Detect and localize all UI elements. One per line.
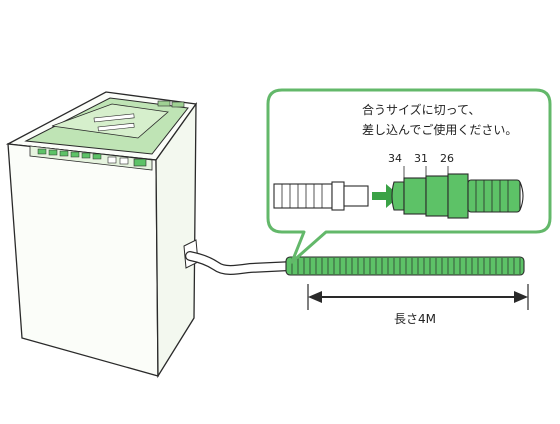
front-buttons <box>37 148 102 160</box>
connector-step-31 <box>425 175 449 217</box>
size-mark-26: 26 <box>440 152 454 165</box>
connector-step-34 <box>403 177 427 215</box>
panel-slot-2 <box>97 122 135 132</box>
callout-bubble: 合うサイズに切って、 差し込んでご使用ください。 34 31 26 <box>266 88 552 264</box>
length-dimension: 長さ4M <box>307 284 529 326</box>
bubble-green-hose <box>467 179 524 213</box>
size-mark-31: 31 <box>414 152 428 165</box>
front-dials <box>107 156 147 167</box>
size-mark-34: 34 <box>388 152 402 165</box>
stepped-connector <box>391 166 469 219</box>
connector-step-26 <box>447 173 469 219</box>
extension-hose <box>285 256 525 276</box>
machine-front <box>7 143 159 377</box>
machine-side <box>155 101 197 379</box>
callout-line-1: 合うサイズに切って、 <box>362 102 480 117</box>
callout-line-2: 差し込んでご使用ください。 <box>362 122 517 137</box>
top-button-1 <box>157 100 171 107</box>
extension-hose-body <box>285 256 525 276</box>
callout-outline <box>266 88 552 264</box>
hose-ribs <box>291 258 521 274</box>
top-button-2 <box>171 101 185 108</box>
white-hose-collar <box>331 181 345 211</box>
length-arrowhead-left <box>308 291 322 303</box>
washing-machine <box>5 91 199 379</box>
connector-tip <box>391 181 405 211</box>
white-hose-tip <box>343 185 369 207</box>
length-arrowhead-right <box>514 291 528 303</box>
drain-hose-fill <box>186 252 296 274</box>
white-hose-end <box>273 181 369 211</box>
panel-slot-1 <box>93 113 135 123</box>
length-label: 長さ4M <box>394 312 436 326</box>
lid-panel <box>51 103 169 139</box>
